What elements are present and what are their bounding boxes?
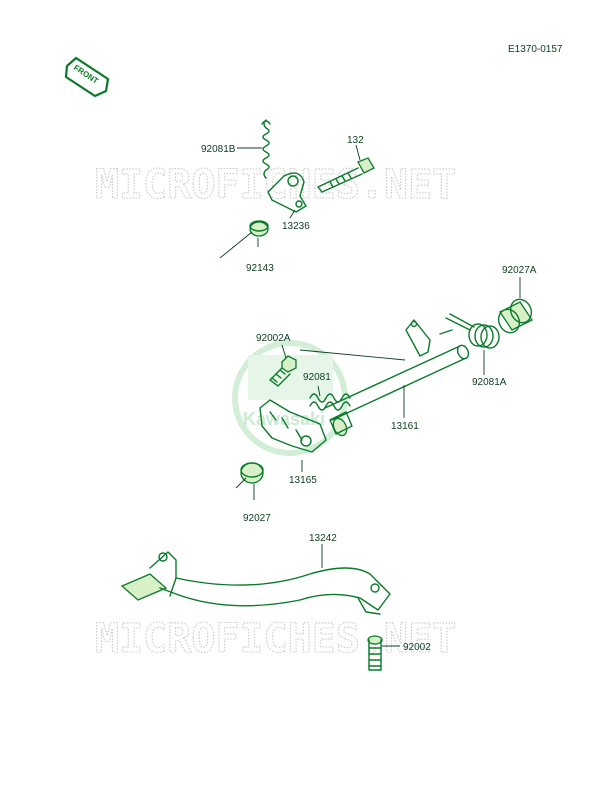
shift-shaft-13161-icon bbox=[324, 319, 470, 421]
collar-92027a-icon bbox=[497, 298, 533, 334]
label-92081: 92081 bbox=[303, 372, 331, 383]
label-132: 132 bbox=[347, 135, 364, 146]
label-92002: 92002 bbox=[403, 642, 431, 653]
roller-icon bbox=[329, 411, 353, 437]
center-logo-text: Kawasaki bbox=[243, 409, 325, 429]
shift-arm-13165-icon bbox=[259, 399, 327, 453]
label-92002a: 92002A bbox=[256, 333, 291, 344]
label-13161: 13161 bbox=[391, 421, 419, 432]
label-92081a: 92081A bbox=[472, 377, 507, 388]
label-92143: 92143 bbox=[246, 263, 274, 274]
bolt-132-icon bbox=[317, 157, 375, 193]
spring-92081b-icon bbox=[261, 119, 271, 179]
bolt-92002a-icon bbox=[269, 355, 297, 387]
label-92027: 92027 bbox=[243, 513, 271, 524]
diagram-code: E1370-0157 bbox=[508, 44, 563, 55]
spring-92081a-icon bbox=[445, 313, 500, 349]
label-13165: 13165 bbox=[289, 475, 317, 486]
watermark-bottom: MICROFICHES.NET bbox=[95, 616, 456, 662]
label-13236: 13236 bbox=[282, 221, 310, 232]
shift-pedal-13242-icon bbox=[120, 551, 391, 615]
collar-92143-icon bbox=[249, 220, 269, 237]
label-13242: 13242 bbox=[309, 533, 337, 544]
label-92081b: 92081B bbox=[201, 144, 236, 155]
bolt-92002-icon bbox=[367, 635, 383, 671]
collar-92027-icon bbox=[240, 462, 264, 484]
spring-92081-icon bbox=[309, 393, 351, 411]
lever-plate-13236-icon bbox=[267, 172, 307, 213]
label-92027a: 92027A bbox=[502, 265, 537, 276]
front-arrow-icon: FRONT bbox=[64, 56, 110, 98]
